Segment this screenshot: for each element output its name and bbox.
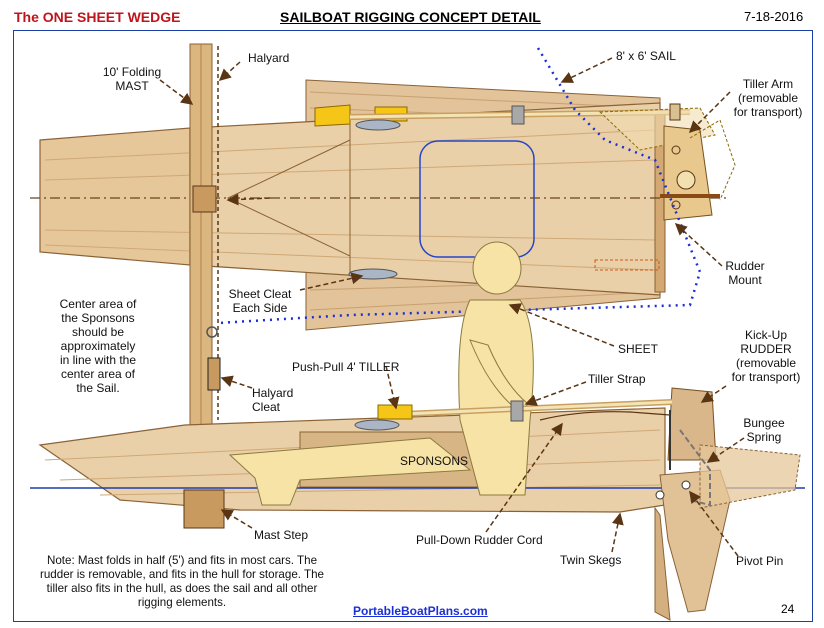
tiller-strap-label: Tiller Strap: [588, 372, 646, 386]
sheet-cleat-label-line: Sheet Cleat: [228, 287, 292, 301]
mast-label: 10' Folding MAST: [92, 65, 172, 93]
pivot-pin-label: Pivot Pin: [736, 554, 784, 568]
center-area-line: in line with the: [59, 353, 137, 367]
tiller-arm-label-line: for transport): [733, 105, 803, 119]
rudder-mount-label: Rudder Mount: [716, 259, 774, 287]
mast-step-label: Mast Step: [254, 528, 309, 542]
tiller-side: [354, 399, 673, 431]
sponsons-label: SPONSONS: [400, 454, 469, 468]
bungee-spring-label: Bungee Spring: [740, 416, 788, 444]
footnote: Note: Mast folds in half (5') and fits i…: [40, 554, 324, 609]
title-left: The ONE SHEET WEDGE: [14, 9, 181, 25]
mast-label-line: 10' Folding: [102, 65, 162, 79]
sheet-cleat-label-line: Each Side: [232, 301, 288, 315]
center-area-line: Center area of: [59, 297, 137, 311]
halyard-cleat-label-line: Cleat: [252, 400, 281, 414]
halyard-cleat-label-line: Halyard: [252, 386, 294, 400]
rudder-mount-label-line: Rudder: [725, 259, 765, 273]
center-area-line: the Sponsons: [61, 311, 135, 325]
kickup-rudder-label-line: Kick-Up: [744, 328, 787, 342]
tiller-arm-label: Tiller Arm (removable for transport): [722, 77, 814, 119]
pull-down-cord-label: Pull-Down Rudder Cord: [416, 533, 543, 547]
tiller-arm-label-line: (removable: [737, 91, 799, 105]
rudder-side: [655, 387, 801, 613]
sail-label: 8' x 6' SAIL: [616, 49, 676, 63]
page-title: SAILBOAT RIGGING CONCEPT DETAIL: [280, 9, 541, 25]
halyard-cleat-label: Halyard Cleat: [252, 386, 293, 414]
mast-label-line: MAST: [115, 79, 149, 93]
kickup-rudder-label-line: RUDDER: [740, 342, 792, 356]
center-area-line: should be: [71, 325, 125, 339]
date-label: 7-18-2016: [744, 9, 804, 24]
center-area-line: the Sail.: [76, 381, 120, 395]
leader-lines: [159, 57, 745, 557]
center-area-line: approximately: [60, 339, 136, 353]
sheet-label: SHEET: [618, 342, 659, 356]
twin-skegs-label: Twin Skegs: [560, 553, 622, 567]
bungee-spring-label-line: Bungee: [743, 416, 785, 430]
footer-link[interactable]: PortableBoatPlans.com: [353, 604, 488, 618]
tiller-arm-label-line: Tiller Arm: [742, 77, 794, 91]
halyard-label: Halyard: [248, 51, 290, 65]
sheet-cleat-label: Sheet Cleat Each Side: [222, 287, 298, 315]
diagram-frame: [13, 30, 813, 622]
rudder-mount-label-line: Mount: [728, 273, 762, 287]
kickup-rudder-label-line: for transport): [731, 370, 801, 384]
sailor-figure: [228, 241, 534, 506]
hull-top-view: [30, 102, 730, 296]
center-area-note: Center area of the Sponsons should be ap…: [36, 297, 160, 395]
bungee-spring-label-line: Spring: [746, 430, 782, 444]
page-number: 24: [781, 602, 795, 616]
rudder-top: [660, 119, 736, 221]
kickup-rudder-label: Kick-Up RUDDER (removable for transport): [720, 328, 812, 384]
center-area-line: center area of: [60, 367, 136, 381]
push-pull-tiller-label: Push-Pull 4' TILLER: [292, 360, 400, 374]
kickup-rudder-label-line: (removable: [735, 356, 797, 370]
